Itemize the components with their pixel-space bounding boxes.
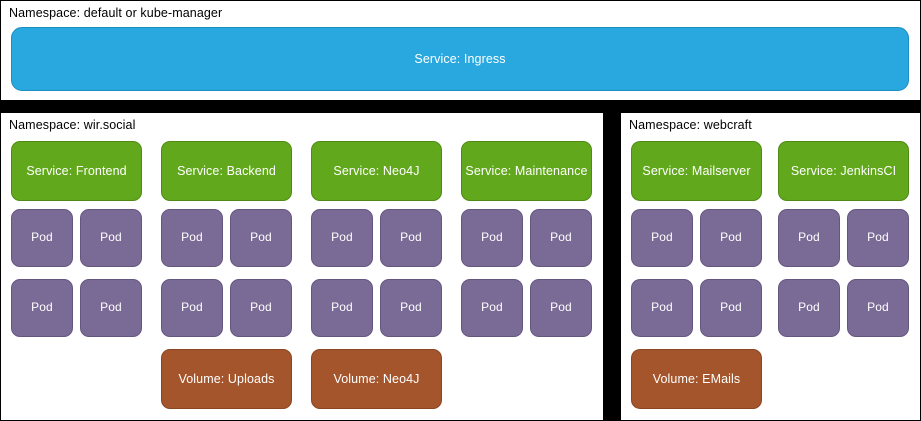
pod[interactable]: Pod	[461, 279, 523, 337]
namespace-panel-default: Namespace: default or kube-manager Servi…	[0, 0, 921, 101]
volume-neo4j[interactable]: Volume: Neo4J	[311, 349, 442, 409]
pod[interactable]: Pod	[631, 279, 693, 337]
pod[interactable]: Pod	[11, 209, 73, 267]
service-mailserver[interactable]: Service: Mailserver	[631, 141, 762, 201]
volume-emails[interactable]: Volume: EMails	[631, 349, 762, 409]
service-jenkinsci[interactable]: Service: JenkinsCI	[778, 141, 909, 201]
pod[interactable]: Pod	[847, 209, 909, 267]
namespace-panel-wir-social: Namespace: wir.social Service: Frontend …	[0, 112, 604, 421]
pod[interactable]: Pod	[631, 209, 693, 267]
volume-uploads[interactable]: Volume: Uploads	[161, 349, 292, 409]
namespace-label-webcraft: Namespace: webcraft	[629, 118, 752, 132]
pod[interactable]: Pod	[80, 209, 142, 267]
pod[interactable]: Pod	[530, 279, 592, 337]
service-maintenance[interactable]: Service: Maintenance	[461, 141, 592, 201]
pod[interactable]: Pod	[778, 209, 840, 267]
pod[interactable]: Pod	[11, 279, 73, 337]
pod[interactable]: Pod	[778, 279, 840, 337]
pod[interactable]: Pod	[311, 279, 373, 337]
service-neo4j[interactable]: Service: Neo4J	[311, 141, 442, 201]
pod[interactable]: Pod	[847, 279, 909, 337]
service-frontend[interactable]: Service: Frontend	[11, 141, 142, 201]
pod[interactable]: Pod	[700, 209, 762, 267]
pod[interactable]: Pod	[230, 209, 292, 267]
service-backend[interactable]: Service: Backend	[161, 141, 292, 201]
pod[interactable]: Pod	[161, 209, 223, 267]
pod[interactable]: Pod	[80, 279, 142, 337]
pod[interactable]: Pod	[161, 279, 223, 337]
pod[interactable]: Pod	[380, 209, 442, 267]
pod[interactable]: Pod	[230, 279, 292, 337]
pod[interactable]: Pod	[530, 209, 592, 267]
service-ingress[interactable]: Service: Ingress	[11, 27, 909, 91]
pod[interactable]: Pod	[380, 279, 442, 337]
pod[interactable]: Pod	[311, 209, 373, 267]
namespace-panel-webcraft: Namespace: webcraft Service: Mailserver …	[620, 112, 921, 421]
pod[interactable]: Pod	[461, 209, 523, 267]
namespace-label-default: Namespace: default or kube-manager	[9, 6, 223, 20]
pod[interactable]: Pod	[700, 279, 762, 337]
namespace-label-wir-social: Namespace: wir.social	[9, 118, 136, 132]
